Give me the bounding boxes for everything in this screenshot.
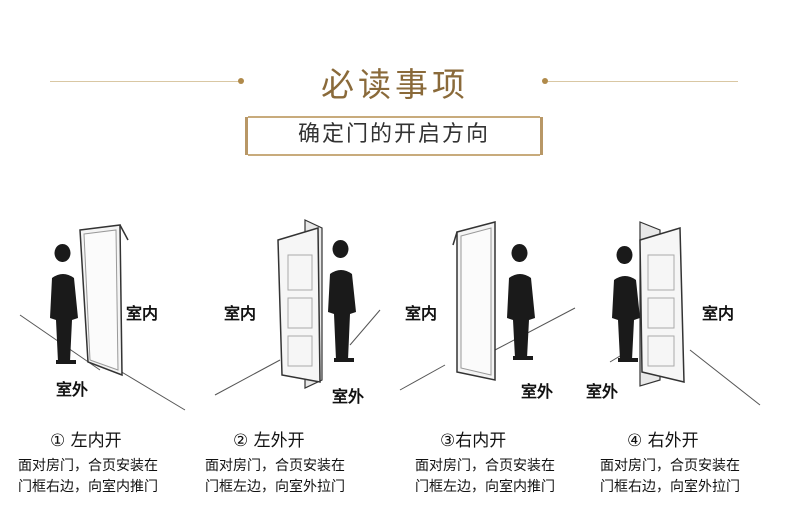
header-dot-right [542,78,548,84]
desc-3-line1: 面对房门，合页安装在 [415,458,555,474]
door-illustration-icon [399,221,576,391]
desc-4-line2: 门框右边，向室外拉门 [600,479,740,495]
door-panel-3: 室内 室外 [395,200,595,500]
caption-4: ④ 右外开 [627,431,699,451]
desc-2-line1: 面对房门，合页安装在 [205,458,345,474]
subtitle-frame: 确定门的开启方向 [245,116,543,156]
outside-label: 室外 [521,382,554,401]
desc-2: 面对房门，合页安装在 门框左边，向室外拉门 [205,456,345,498]
header-dot-left [238,78,244,84]
door-illustration-icon [609,221,761,406]
desc-3-line2: 门框左边，向室内推门 [415,479,555,495]
inside-label: 室内 [224,304,257,323]
caption-2: ② 左外开 [233,431,305,451]
inside-label: 室内 [405,304,438,323]
door-illustration-icon [19,224,186,411]
caption-3: ③右内开 [440,431,507,451]
caption-1: ① 左内开 [50,431,122,451]
page-subtitle: 确定门的开启方向 [297,122,490,147]
page-title: 必读事项 [321,65,469,104]
desc-2-line2: 门框左边，向室外拉门 [205,479,345,495]
desc-3: 面对房门，合页安装在 门框左边，向室内推门 [415,456,555,498]
door-panel-1: 室内 室外 [10,200,210,500]
desc-4: 面对房门，合页安装在 门框右边，向室外拉门 [600,456,740,498]
desc-1: 面对房门，合页安装在 门框右边，向室内推门 [18,456,158,498]
inside-label: 室内 [126,304,159,323]
outside-label: 室外 [56,380,89,399]
inside-label: 室内 [702,304,735,323]
desc-1-line1: 面对房门，合页安装在 [18,458,158,474]
door-panel-2: 室内 室外 [210,200,410,500]
desc-4-line1: 面对房门，合页安装在 [600,458,740,474]
header-divider-left [50,81,240,82]
outside-label: 室外 [586,382,619,401]
desc-1-line2: 门框右边，向室内推门 [18,479,158,495]
header-divider-right [548,81,738,82]
outside-label: 室外 [332,387,365,406]
door-panel-4: 室内 室外 [580,200,780,500]
door-illustration-icon [214,219,381,396]
